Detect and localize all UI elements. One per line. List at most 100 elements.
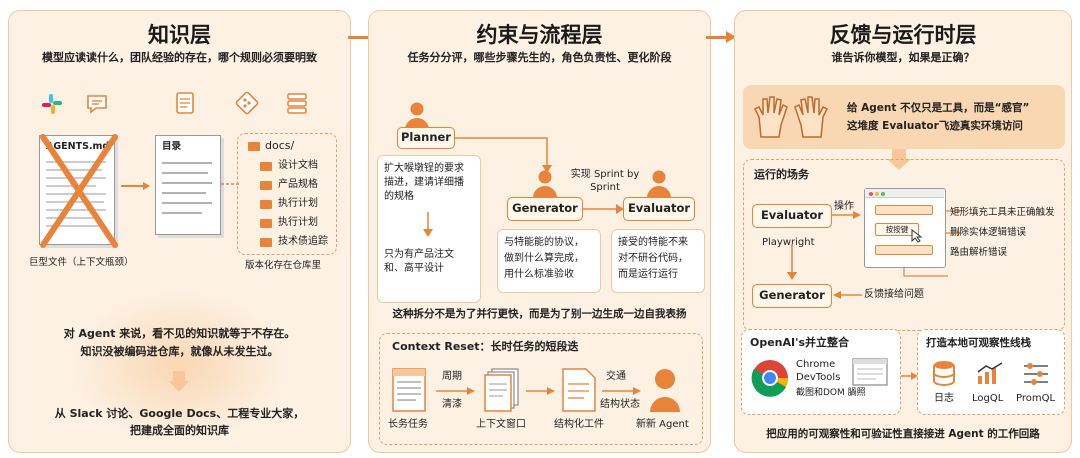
folder-icon [260,238,272,247]
planner-node: Planner [397,127,455,149]
dom-label: 截图和DOM 腡照 [796,386,866,400]
issue-1: 矩形填充工具未正确触发 [950,206,1055,220]
docs-item: 设计文档 [278,159,318,173]
hands-banner: 给 Agent 不仅只是工具，而是“感官” 这堆度 Evaluator飞迹真实环… [743,85,1065,149]
cursor-icon [911,229,923,243]
panel-title: 知识层 [9,19,350,49]
chrome-label: Chrome [796,358,835,372]
arrow-down-icon [422,212,434,238]
feedback-panel: 反馈与运行时层 谁告诉你模型，如果是正确？ 给 Agent 不仅只是工具，而是“… [734,10,1072,453]
ui-element [875,205,933,215]
database-icon [285,91,309,115]
planner-text: 的规格 [384,190,414,204]
docs-item: 执行计划 [278,197,318,211]
generator-box: 与特能能的协议， 做到什么算完成， 用什么标准验收 [497,229,601,293]
caption-giant: 巨型文件（上下文瓶颈） [29,256,134,270]
context-title: Context Reset：长时任务的短段迭 [392,340,579,354]
obs-label: PromQL [1016,392,1055,406]
step-label: 长务任务 [388,418,428,432]
arrow-left [832,290,862,300]
chrome-icon [750,358,790,398]
arrow-right [602,386,642,396]
source-line-2: 把建成全面的知识库 [9,424,350,438]
metrics-icon [1022,362,1050,386]
arrow-right [526,386,556,396]
person-icon [531,169,559,199]
git-icon [235,91,259,115]
scene-title: 运行的场务 [754,168,809,182]
cross-icon [37,131,121,251]
arrow-label: 结构状态 [600,398,640,412]
arrow-right [583,203,625,215]
quote-line-1: 对 Agent 来说，看不见的知识就等于不存在。 [9,327,350,341]
hand-icon [753,95,789,139]
document-icon [175,91,195,115]
issue-3: 路由解析错误 [950,246,1007,260]
folder-icon [260,162,272,171]
docs-item: 执行计划 [278,216,318,230]
toc-doc: 目录 [155,135,221,235]
scene-box: 运行的场务 Evaluator Playwright 操作 按按键 矩形填充工具… [743,159,1065,331]
arrow-label: 清漆 [442,398,462,412]
artifact-icon [562,368,596,412]
devtools-label: DevTools [796,371,840,385]
hand-icon [793,95,829,139]
panel-subtitle: 任务分分评，哪些步骤先生的，角色负责性、更化阶段 [369,49,710,65]
ui-element [875,245,933,255]
obs-label: LogQL [972,392,1003,406]
evaluator-node: Evaluator [752,204,832,228]
step-label: 新新 Agent [636,418,689,432]
planner-box: 扩大喉墩锃的要求 描进，建请详细播 的规格 只为有产品注文 和、高平设计 [377,155,481,303]
agent-icon [648,366,682,412]
constraint-panel: 约束与流程层 任务分分评，哪些步骤先生的，角色负责性、更化阶段 Planner … [368,10,711,453]
toc-lines [162,160,218,230]
generator-node: Generator [507,197,583,221]
docs-item: 产品规格 [278,178,318,192]
arrow-right [436,386,476,396]
context-reset-box: Context Reset：长时任务的短段迭 长务任务 周期 清漆 上下文窗口 … [379,333,703,445]
arrow-right [832,210,862,220]
caption-repo: 版本化存在仓库里 [245,259,321,273]
folder-icon [260,181,272,190]
browser-window: 按按键 [864,188,946,268]
panel-subtitle: 模型应读读什么，团队经验的存在，哪个规则必须要明致 [9,49,350,65]
evaluator-text: 接受的特能不来 [618,236,688,250]
docs-item: 技术债追踪 [278,235,328,249]
observability-box: 打造本地可观察性线栈 日志 LogQL PromQL [917,329,1065,415]
folder-icon [260,219,272,228]
context-window-icon [484,368,520,412]
window-dot [869,192,873,196]
panel-title: 约束与流程层 [369,19,710,49]
arrow-label: 交通 [606,370,626,384]
obs-title: 打造本地可观察性线栈 [926,336,1031,350]
openai-box: OpenAI's并立整合 Chrome DevTools 截图和DOM 腡照 [741,329,901,415]
hands-text-1: 给 Agent 不仅只是工具，而是“感官” [847,101,1029,115]
sprint-label: 实现 Sprint by Sprint [565,168,645,194]
chart-icon [976,362,1004,386]
person-icon [645,169,673,199]
panel-title: 反馈与运行时层 [735,19,1071,49]
obs-label: 日志 [934,392,954,406]
openai-title: OpenAI's并立整合 [750,336,849,350]
step-label: 上下文窗口 [476,418,526,432]
chat-icon [85,93,109,115]
knowledge-panel: 知识层 模型应读读什么，团队经验的存在，哪个规则必须要明致 AGENTS.md … [8,10,351,453]
bottom-note: 把应用的可观察性和可验证性直接接进 Agent 的工作回路 [735,427,1071,441]
evaluator-text: 而是运行运行 [618,268,678,282]
flow-arrow [348,36,370,39]
panel-subtitle: 谁告诉你模型，如果是正确？ [735,49,1071,65]
arrow-down [169,371,189,393]
planner-text: 和、高平设计 [384,262,444,276]
flow-arrow [706,36,728,39]
step-label: 结构化工件 [554,418,604,432]
arrow-right [121,181,151,191]
planner-text: 只为有产品注文 [384,248,454,262]
connector [455,129,555,173]
task-doc-icon [392,368,426,412]
generator-text: 与特能能的协议， [504,236,584,250]
generator-node: Generator [752,284,832,308]
issue-2: 删除实体逻辑错误 [950,226,1026,240]
window-dot [875,192,879,196]
evaluator-text: 对不研谷代码， [618,252,688,266]
screenshot-icon [852,358,888,386]
